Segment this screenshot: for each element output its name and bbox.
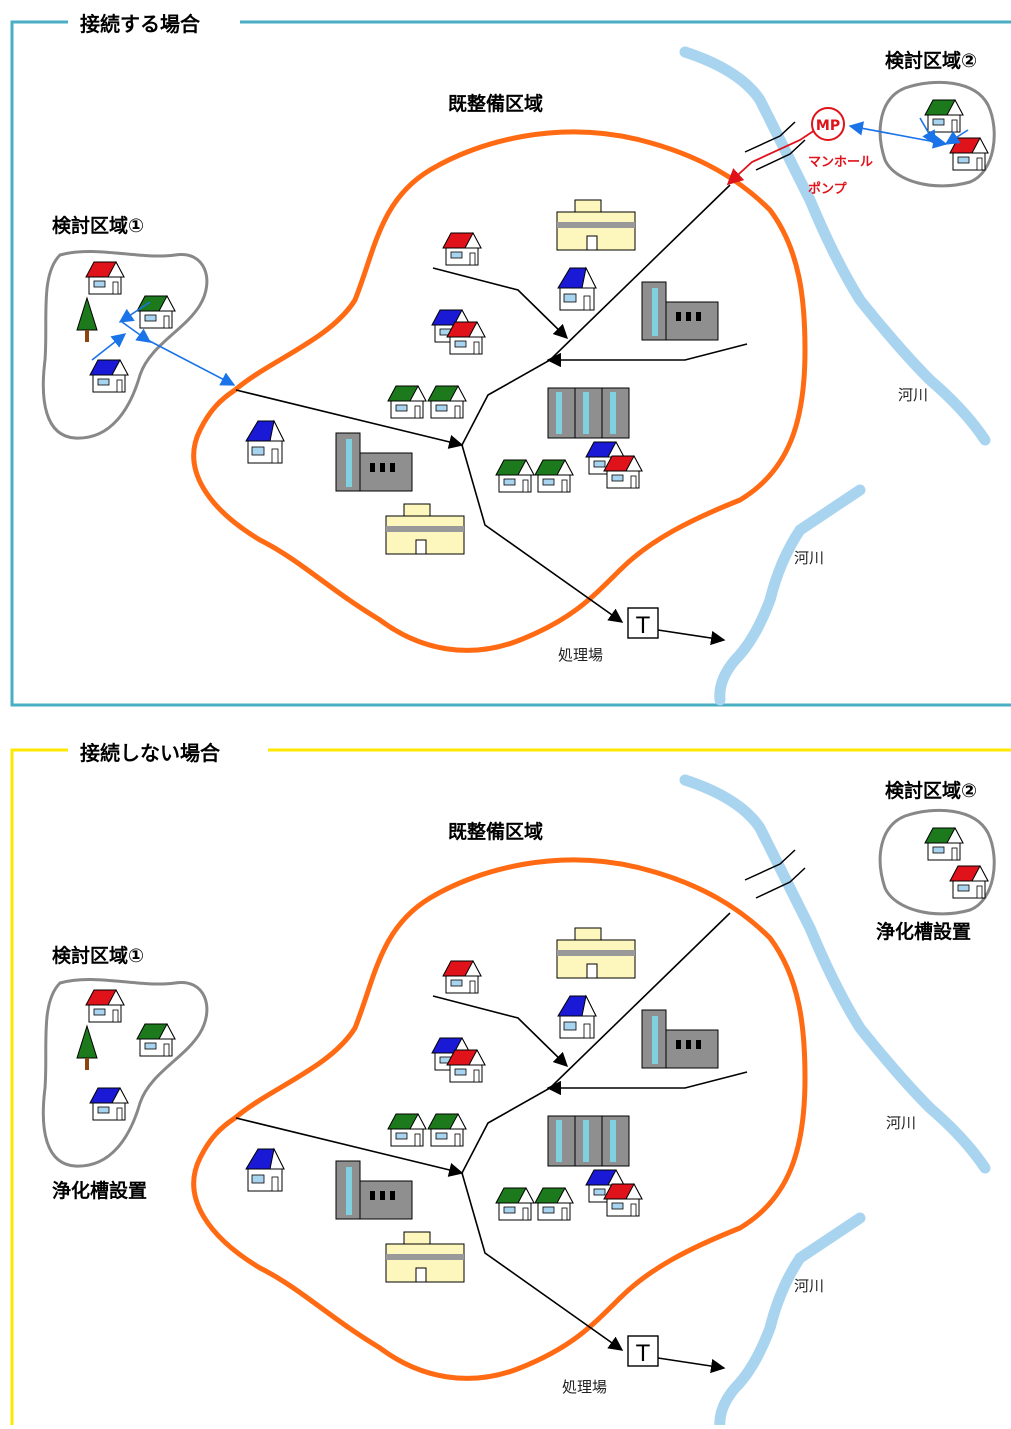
connection-area1-branch-a [91,333,127,361]
connection-area2-branch-a [919,117,936,146]
pump-symbol-label: MP [816,118,840,134]
river-label-1: 河川 [898,386,928,404]
connection-area1-branch-c [121,321,152,343]
panel-no-connect-frame [10,748,1011,1425]
panel-no-connect: 接続しない場合 検討区域① 検討区域② 既整備区域 浄化槽設置 浄化槽設置 河川… [10,741,1011,1425]
septic-label-area2: 浄化槽設置 [876,920,971,943]
connection-area1-line [139,335,236,386]
plant-label-2: 処理場 [562,1378,607,1396]
area2-label: 検討区域② [885,49,977,72]
septic-label-area1: 浄化槽設置 [52,1179,147,1202]
panel-no-connect-title: 接続しない場合 [80,741,221,765]
area2-label-2: 検討区域② [885,779,977,802]
pump-label-line2: ポンプ [808,181,848,197]
plant-symbol-2: T [635,1342,650,1367]
core-area-label: 既整備区域 [448,92,543,115]
panel-connect: 接続する場合 MP マンホール ポンプ 検討区域① 検討区域② 既整備区域 河川… [10,12,1011,707]
pump-label-line1: マンホール [808,155,873,170]
area1-label: 検討区域① [52,214,144,237]
area1-label-2: 検討区域① [52,944,144,967]
panel-connect-title: 接続する場合 [80,12,201,36]
plant-symbol: T [635,614,650,639]
pump-force-main [726,129,816,186]
connection-area2-branch-b [944,129,969,145]
connection-area1-branch-b [118,301,151,323]
river-label-2: 河川 [794,549,824,567]
core-area-label-2: 既整備区域 [448,820,543,843]
river-label-4: 河川 [794,1277,824,1295]
plant-label: 処理場 [558,646,603,664]
panel-connect-frame [10,20,1011,707]
manhole-pump-symbol [811,107,845,141]
river-label-3: 河川 [886,1114,916,1132]
